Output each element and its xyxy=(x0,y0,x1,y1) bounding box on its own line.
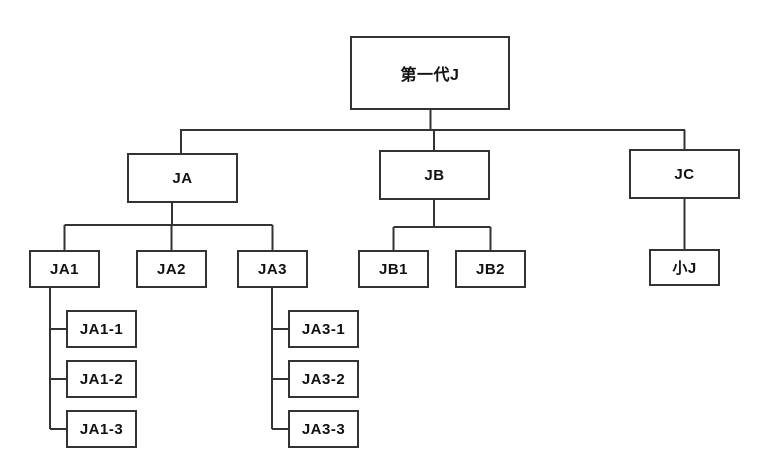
node-xiaoj: 小J xyxy=(649,249,720,286)
node-ja1: JA1 xyxy=(29,250,100,288)
node-jb1: JB1 xyxy=(358,250,429,288)
node-ja2: JA2 xyxy=(136,250,207,288)
node-ja1-2: JA1-2 xyxy=(66,360,137,398)
node-ja1-3: JA1-3 xyxy=(66,410,137,448)
node-ja: JA xyxy=(127,153,238,203)
node-root: 第一代J xyxy=(350,36,510,110)
node-ja1-1: JA1-1 xyxy=(66,310,137,348)
node-jb: JB xyxy=(379,150,490,200)
node-jc: JC xyxy=(629,149,740,199)
node-ja3-1: JA3-1 xyxy=(288,310,359,348)
node-ja3-3: JA3-3 xyxy=(288,410,359,448)
node-ja3-2: JA3-2 xyxy=(288,360,359,398)
node-jb2: JB2 xyxy=(455,250,526,288)
node-ja3: JA3 xyxy=(237,250,308,288)
